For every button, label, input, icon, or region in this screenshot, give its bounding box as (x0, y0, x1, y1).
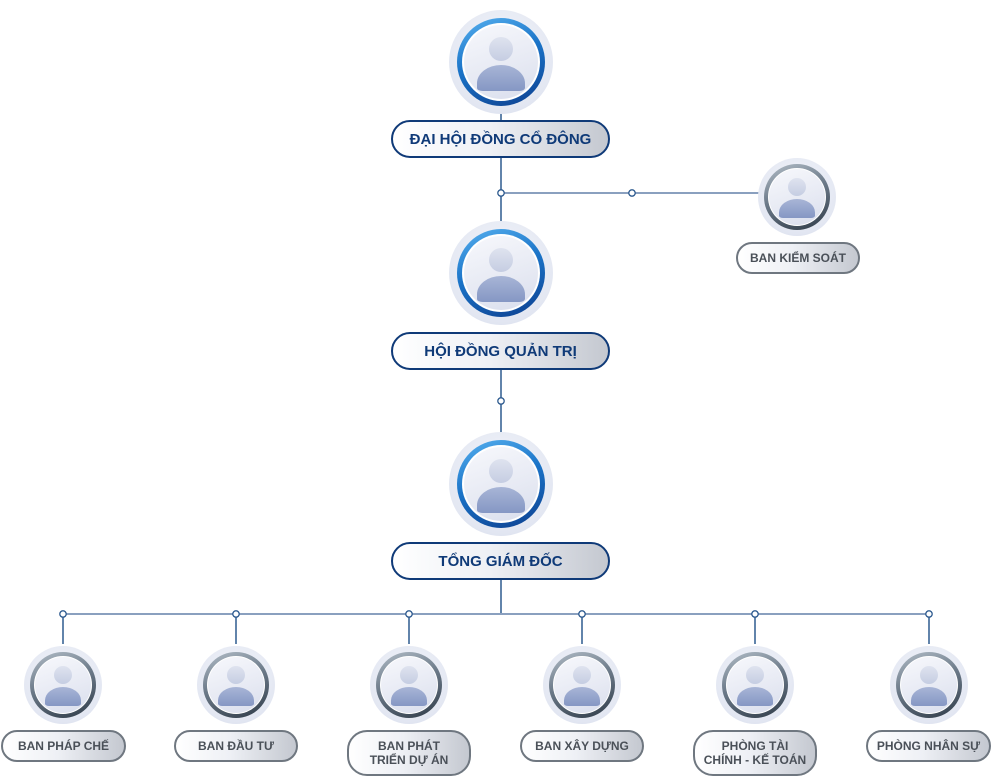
node-department-avatar (370, 646, 448, 724)
node-board-avatar (449, 221, 553, 325)
edge-board-ceo (497, 370, 505, 434)
node-ceo-avatar (449, 432, 553, 536)
user-avatar-icon (464, 236, 538, 310)
node-shareholders-avatar (449, 10, 553, 114)
junction-dot (59, 610, 67, 618)
user-avatar-icon (35, 657, 91, 713)
junction-dot (497, 397, 505, 405)
node-board-label[interactable]: HỘI ĐỒNG QUẢN TRỊ (391, 332, 610, 370)
node-department-label[interactable]: PHÒNG TÀI CHÍNH - KẾ TOÁN (693, 730, 817, 776)
node-department-label[interactable]: BAN PHÁP CHẾ (1, 730, 126, 762)
node-supervisory-avatar (758, 158, 836, 236)
node-department-avatar (197, 646, 275, 724)
node-department-avatar (24, 646, 102, 724)
node-department-label[interactable]: PHÒNG NHÂN SỰ (866, 730, 991, 762)
node-department-label[interactable]: BAN ĐẦU TƯ (174, 730, 298, 762)
junction-dot (497, 189, 505, 197)
user-avatar-icon (464, 447, 538, 521)
user-avatar-icon (554, 657, 610, 713)
junction-dot (925, 610, 933, 618)
edge-ceo-departments (59, 580, 933, 644)
junction-dot (751, 610, 759, 618)
user-avatar-icon (769, 169, 825, 225)
junction-dot (232, 610, 240, 618)
node-ceo-label[interactable]: TỔNG GIÁM ĐỐC (391, 542, 610, 580)
user-avatar-icon (901, 657, 957, 713)
node-shareholders-label[interactable]: ĐẠI HỘI ĐỒNG CỔ ĐÔNG (391, 120, 610, 158)
node-department-label[interactable]: BAN PHÁT TRIỂN DỰ ÁN (347, 730, 471, 776)
node-department-avatar (716, 646, 794, 724)
junction-dot (405, 610, 413, 618)
junction-dot (578, 610, 586, 618)
edge-shareholders-supervisory (497, 189, 760, 197)
node-department-avatar (890, 646, 968, 724)
user-avatar-icon (381, 657, 437, 713)
user-avatar-icon (727, 657, 783, 713)
node-department-avatar (543, 646, 621, 724)
user-avatar-icon (208, 657, 264, 713)
junction-dot (628, 189, 636, 197)
node-department-label[interactable]: BAN XÂY DỰNG (520, 730, 644, 762)
node-supervisory-label[interactable]: BAN KIỂM SOÁT (736, 242, 860, 274)
user-avatar-icon (464, 25, 538, 99)
